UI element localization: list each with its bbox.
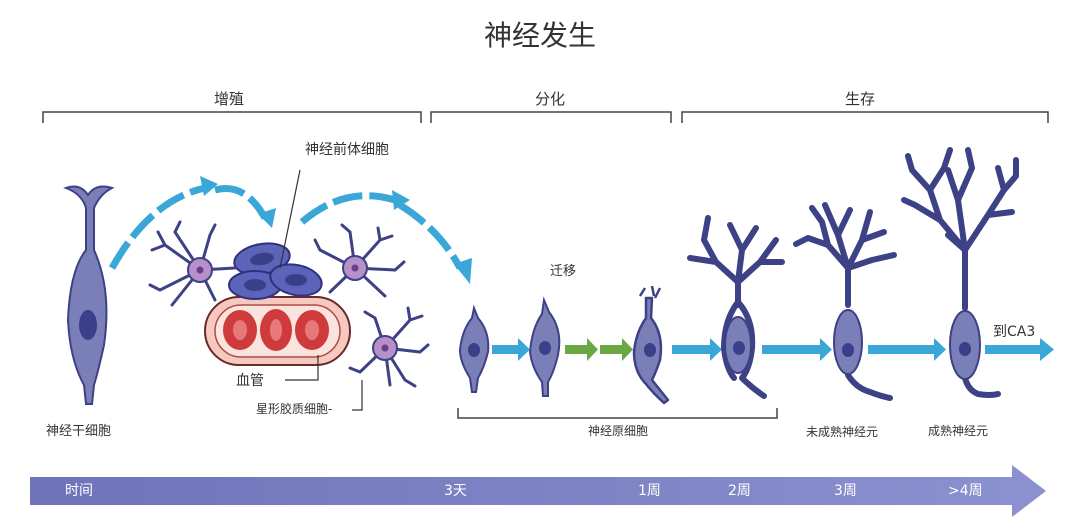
blue-arrow [868, 338, 946, 361]
stage-label-survival: 生存 [845, 90, 876, 108]
label-astrocyte: 星形胶质细胞- [256, 402, 333, 416]
time-tick: 2周 [728, 483, 751, 499]
blue-arrow [762, 338, 832, 361]
neuroblast-3 [632, 285, 670, 405]
curved-arrow-3 [299, 192, 397, 225]
astrocytes [148, 220, 430, 388]
time-axis-label: 时间 [65, 483, 93, 499]
developing-neurons [687, 147, 1019, 401]
green-arrow [600, 338, 633, 361]
leader-lines [279, 169, 363, 411]
blood-vessel [204, 296, 351, 366]
neuroblast-1 [458, 304, 490, 393]
proliferation-arrowheads [200, 176, 472, 284]
arrowhead-2 [258, 208, 276, 228]
neural-precursor-cells [228, 242, 323, 300]
blue-arrow [672, 338, 722, 361]
arrowhead-4 [454, 258, 472, 284]
diagram-title: 神经发生 [483, 19, 596, 52]
bracket-differentiation [430, 111, 672, 123]
blue-arrow [492, 338, 530, 361]
astrocyte-left [148, 220, 237, 307]
stage-label-proliferation: 增殖 [214, 90, 245, 108]
time-axis-arrowhead [1012, 465, 1046, 517]
neural-stem-cell [63, 185, 115, 405]
bracket-neuroblast [457, 408, 778, 419]
time-axis [30, 465, 1046, 517]
immature-neuron [793, 202, 897, 401]
neuroblast-2 [528, 296, 561, 397]
bracket-survival [681, 111, 1049, 123]
astrocyte-right-top [313, 223, 406, 298]
mature-neuron [901, 147, 1019, 398]
proliferation-arrows [108, 184, 464, 270]
time-axis-bar [30, 477, 1015, 505]
curved-arrow-4 [398, 202, 464, 270]
label-blood-vessel: 血管 [236, 373, 264, 389]
neuron-2-weeks [687, 215, 785, 399]
progression-arrows [492, 338, 1054, 361]
time-tick: 3周 [834, 483, 857, 499]
label-neural-stem-cell: 神经干细胞 [46, 424, 112, 439]
label-mature-neuron: 成熟神经元 [928, 424, 989, 438]
time-tick: 3天 [444, 483, 467, 499]
label-neuroblast: 神经原细胞 [588, 424, 649, 438]
curved-arrow-1 [108, 184, 206, 270]
time-tick: 1周 [638, 483, 661, 499]
blue-arrow-to-ca3 [985, 338, 1054, 361]
bracket-proliferation [42, 111, 422, 123]
label-immature-neuron: 未成熟神经元 [806, 425, 879, 439]
arrowhead-3 [392, 190, 410, 210]
label-neural-precursor: 神经前体细胞 [305, 142, 389, 158]
green-arrow [565, 338, 598, 361]
label-to-ca3: 到CA3 [993, 324, 1036, 340]
stage-brackets [42, 111, 1049, 419]
neuroblasts [458, 285, 670, 405]
arrowhead-1 [200, 176, 218, 196]
label-migration: 迁移 [550, 264, 577, 279]
curved-arrow-2 [214, 185, 269, 220]
time-tick: >4周 [948, 483, 983, 499]
astrocyte-bottom [348, 306, 430, 388]
stage-label-differentiation: 分化 [535, 90, 566, 108]
